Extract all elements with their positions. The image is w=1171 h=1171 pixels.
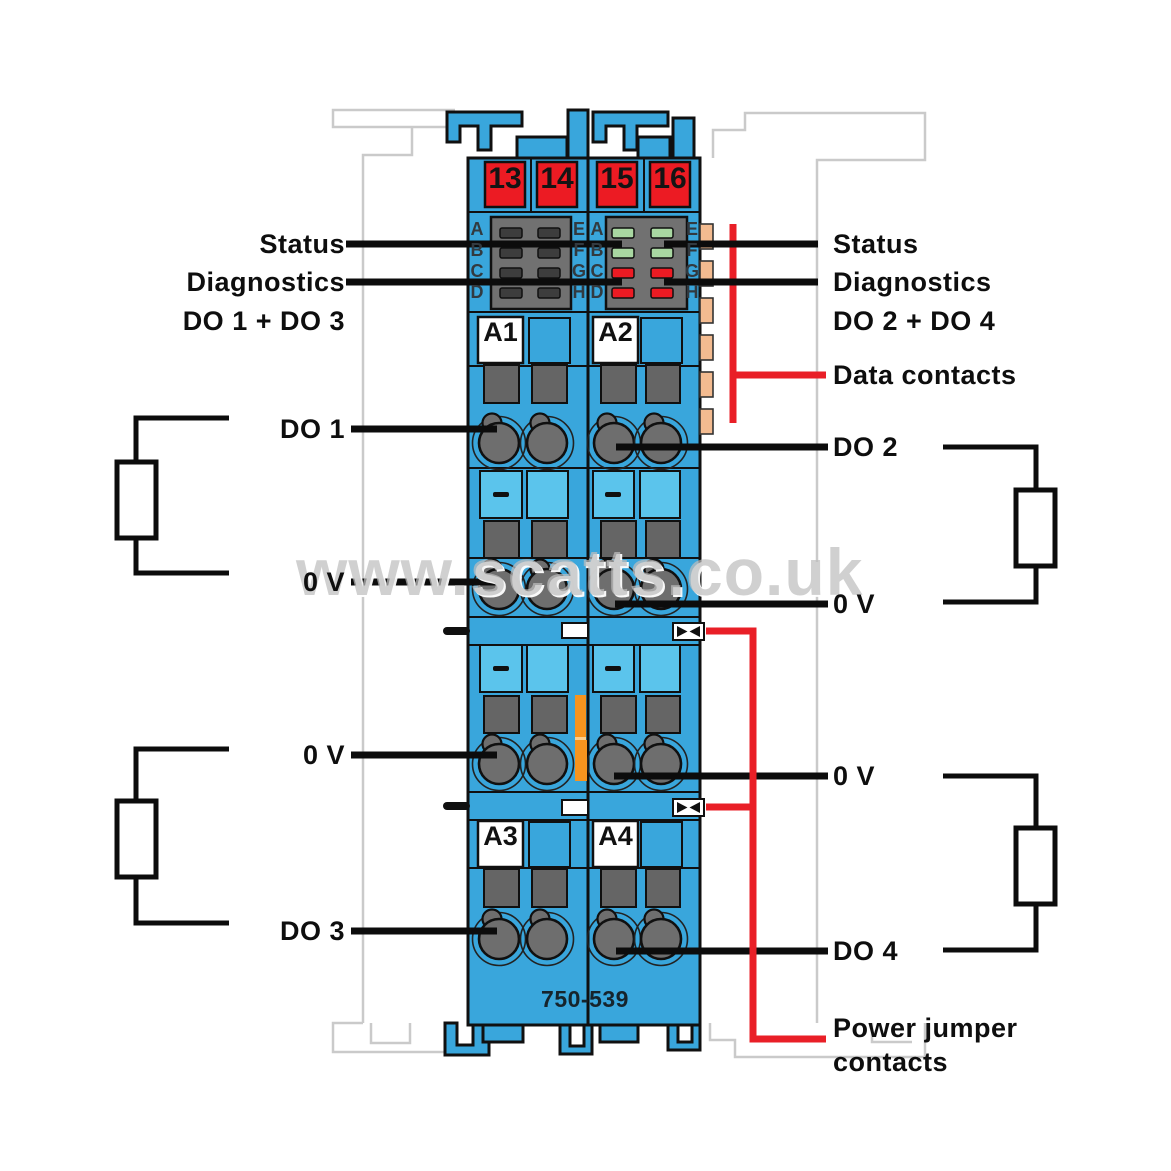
label-channels-left: DO 1 + DO 3 <box>182 306 345 336</box>
callout-lines-black <box>346 240 828 955</box>
led-letter: H <box>572 282 586 302</box>
part-number: 750-539 <box>541 986 629 1012</box>
panel-seams <box>468 211 700 869</box>
led-letter: E <box>572 219 585 239</box>
channel-plate-a1: A1 <box>483 317 518 347</box>
led-letter: E <box>685 219 698 239</box>
leds-left-module <box>499 227 561 299</box>
led-letter: A <box>590 219 604 239</box>
channel-plate-a4: A4 <box>598 821 633 851</box>
label-channels-right: DO 2 + DO 4 <box>833 306 996 336</box>
channel-plate-boxes <box>476 315 640 869</box>
led-letter: C <box>470 261 484 281</box>
din-rail-neighbor-outline-right <box>708 111 927 1059</box>
terminal-plate-16 <box>648 160 692 209</box>
led-letter: D <box>590 282 604 302</box>
label-0v-left-top: 0 V <box>302 567 345 597</box>
left-jumper-stubs <box>443 627 470 810</box>
channel-plate-a3: A3 <box>483 821 518 851</box>
led-letter: D <box>470 282 484 302</box>
label-do3: DO 3 <box>279 916 345 946</box>
terminal-plate-14 <box>535 160 579 209</box>
jumper-contact-bowtie-top <box>672 622 705 641</box>
data-contacts-callout-line <box>729 224 826 423</box>
jumper-window-plain-bottom <box>561 799 589 816</box>
din-rail-neighbor-outline-left <box>331 108 455 1054</box>
terminal-plate-15 <box>595 160 639 209</box>
load-loop-left-top <box>114 415 229 576</box>
label-diagnostics-right: Diagnostics <box>833 267 992 297</box>
terminal-plate-13 <box>483 160 527 209</box>
load-loop-left-bottom <box>114 746 229 926</box>
led-letter: C <box>590 261 604 281</box>
terminal-number-15: 15 <box>600 162 634 195</box>
terminal-number-13: 13 <box>488 162 522 195</box>
terminal-number-14: 14 <box>540 162 574 195</box>
led-letter: G <box>571 261 586 281</box>
leds-right-module-status-green <box>611 227 674 259</box>
label-status-left: Status <box>259 229 345 259</box>
terminal-plates <box>483 160 692 209</box>
led-letter: G <box>684 261 699 281</box>
minus-mark <box>493 666 509 671</box>
minus-marker-cells <box>479 470 681 693</box>
label-data-contacts: Data contacts <box>833 360 1017 390</box>
label-diagnostics-left: Diagnostics <box>186 267 345 297</box>
terminal-number-16: 16 <box>653 162 687 195</box>
data-contacts-tan <box>699 223 714 435</box>
jumper-contact-bowtie-bottom <box>672 798 705 817</box>
load-loop-right-bottom <box>943 773 1058 953</box>
led-letter: B <box>470 240 484 260</box>
load-loop-right-top <box>943 444 1058 605</box>
terminal-band-separators <box>530 158 645 212</box>
label-0v-right-top: 0 V <box>833 589 876 619</box>
led-letter: H <box>685 282 699 302</box>
jumper-window-plain-top <box>561 622 589 639</box>
label-power-jumper-line1: Power jumper <box>833 1013 1018 1043</box>
led-letter: F <box>573 240 585 260</box>
power-jumper-callout-line <box>706 627 826 1043</box>
label-0v-left-bottom: 0 V <box>302 740 345 770</box>
leds-right-module-diagnostic-red <box>611 267 674 299</box>
label-do1: DO 1 <box>279 414 345 444</box>
led-letter: B <box>590 240 604 260</box>
led-letter: A <box>470 219 484 239</box>
minus-mark <box>605 492 621 497</box>
label-do2: DO 2 <box>833 432 899 462</box>
channel-plate-blue-tabs <box>528 317 683 868</box>
label-0v-right-bottom: 0 V <box>833 761 876 791</box>
module-top-tabs <box>445 108 696 162</box>
minus-mark <box>605 666 621 671</box>
channel-plate-a2: A2 <box>598 317 633 347</box>
label-status-right: Status <box>833 229 919 259</box>
label-do4: DO 4 <box>833 936 899 966</box>
minus-mark <box>493 492 509 497</box>
watermark: www.scatts.co.uk <box>296 535 864 609</box>
label-power-jumper-line2: contacts <box>833 1047 949 1077</box>
push-buttons <box>483 364 681 908</box>
led-letter: F <box>686 240 698 260</box>
locking-slide-orange <box>575 695 587 781</box>
module-bottom-feet <box>443 1021 702 1057</box>
